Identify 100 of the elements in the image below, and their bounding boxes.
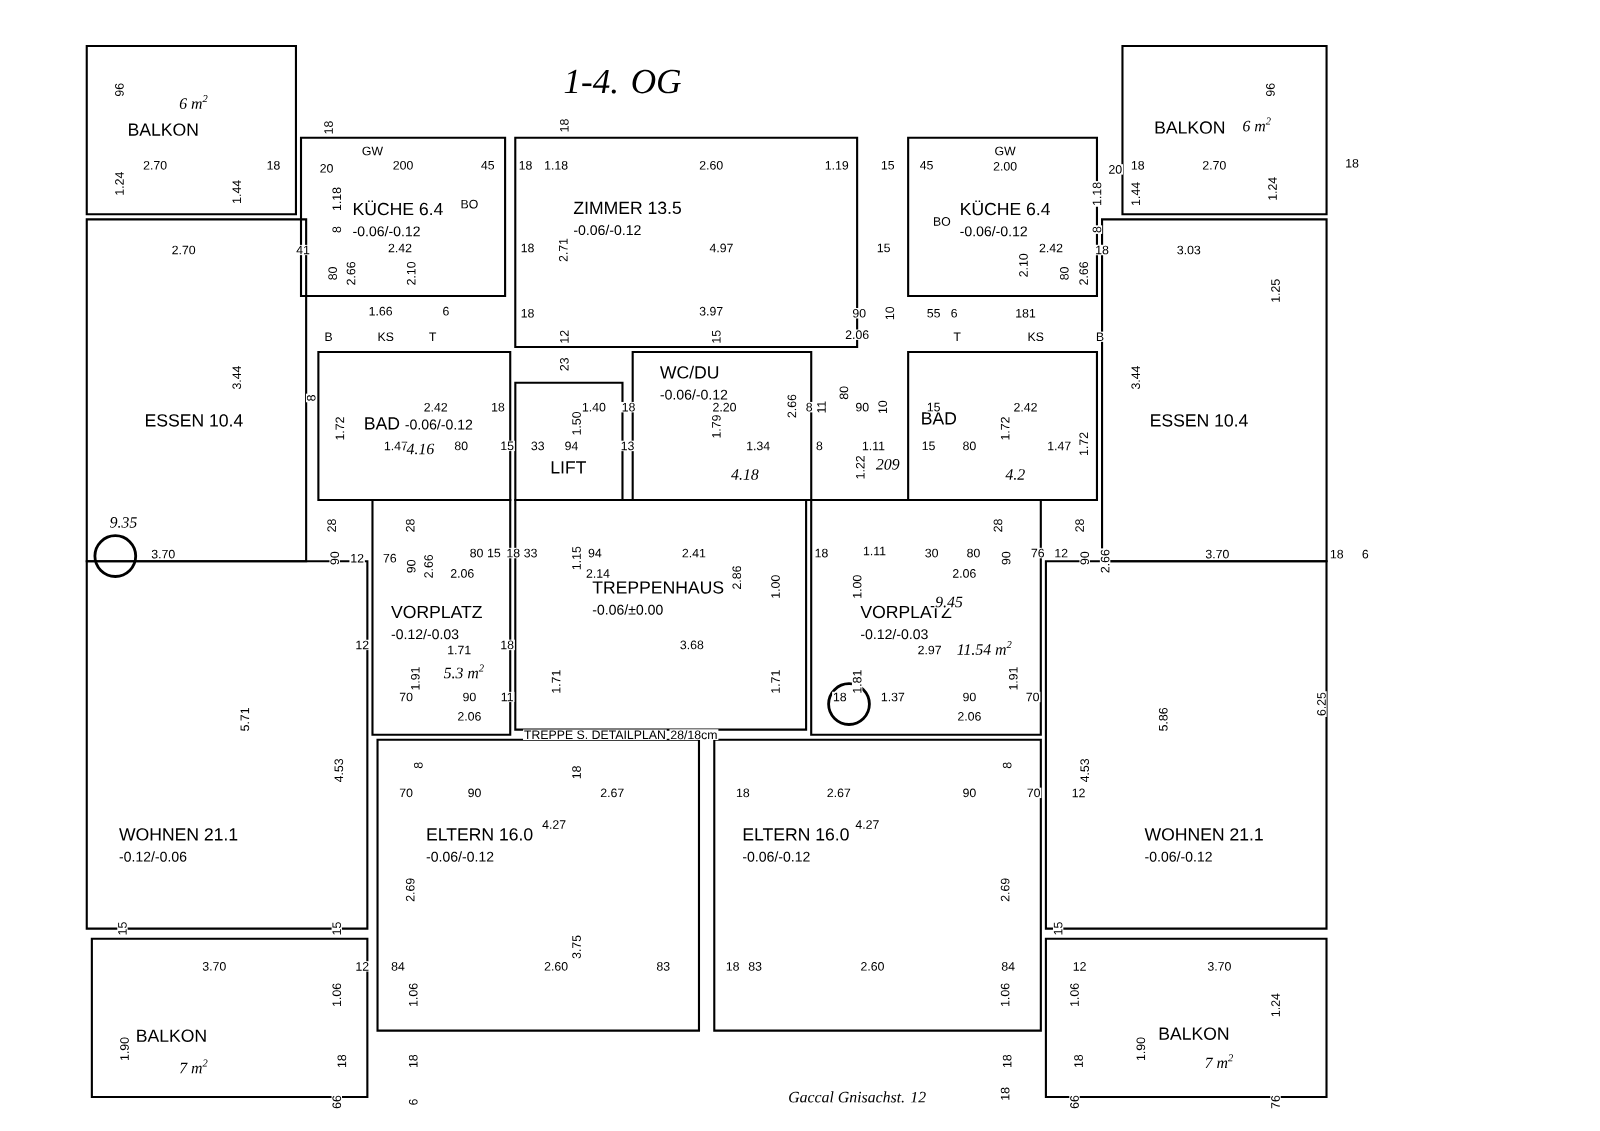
dimension-label: 28 [1074, 517, 1085, 534]
dimension-label: 15 [331, 920, 342, 937]
dimension-label: 6 [1361, 548, 1370, 560]
dimension-label: 200 [391, 160, 415, 171]
dimension-label: BO [459, 198, 480, 210]
dimension-label: 5.71 [239, 706, 251, 733]
dimension-label: 2.60 [859, 961, 886, 972]
dimension-label: B [323, 331, 334, 342]
dimension-label: 94 [587, 547, 603, 559]
dimension-label: 2.06 [951, 568, 978, 579]
dimension-label: 18 [1329, 548, 1345, 560]
dimension-label: 8 [804, 401, 814, 413]
dimension-label: 1.91 [1008, 665, 1019, 692]
dimension-label: 10 [884, 305, 896, 321]
dimension-label: 1.15 [571, 545, 582, 571]
dimension-label: 1.11 [862, 545, 887, 557]
dimension-label: 12 [354, 639, 370, 651]
dimension-label: 18 [1130, 160, 1146, 171]
dimension-label: 90 [329, 550, 340, 566]
dimension-label: 90 [1000, 550, 1012, 566]
dimension-label: 2.10 [1018, 252, 1029, 279]
dimension-label: 45 [918, 160, 935, 171]
dimension-label: 1.06 [1069, 982, 1080, 1008]
dimension-label: 2.60 [543, 961, 569, 972]
dimension-label: 12 [354, 961, 370, 972]
dimension-label: 41 [295, 244, 311, 256]
dimension-label: 18 [408, 1053, 419, 1069]
dimension-label: 8 [331, 225, 342, 234]
dimension-label: 18 [490, 401, 506, 413]
handwritten-note: 4.18 [730, 468, 760, 481]
dimension-label: 70 [1025, 787, 1042, 799]
dimension-label: 15 [486, 547, 502, 559]
dimension-label: 2.70 [142, 160, 168, 171]
dimension-label: 2.42 [422, 402, 449, 413]
dimension-label: 15 [1053, 920, 1064, 937]
dimension-label: 12 [1071, 961, 1088, 972]
dimension-label: T [428, 331, 438, 342]
dimension-label: 66 [331, 1094, 342, 1110]
dimension-label: TREPPE S. DETAILPLAN [523, 729, 667, 740]
dimension-label: 3.44 [1130, 364, 1141, 391]
dimension-label: 4.27 [854, 819, 881, 830]
dimension-label: 10 [877, 399, 888, 415]
dimension-label: 12 [1053, 547, 1069, 559]
dimension-label: 1.72 [1078, 431, 1089, 457]
dimension-label: 1.71 [446, 644, 473, 656]
dimension-label: 2.67 [825, 787, 852, 799]
dimension-label: 18 [1001, 1053, 1013, 1069]
handwritten-note: 209 [875, 458, 901, 471]
dimension-label: 1.00 [851, 573, 863, 600]
dimension-label: 8 [305, 393, 317, 403]
dimension-label: 15 [117, 920, 128, 937]
dimension-label: 20 [318, 163, 335, 174]
dimension-label: 15 [499, 440, 515, 452]
dimension-label: 1.44 [1130, 181, 1141, 207]
dimension-label: 2.71 [558, 237, 569, 263]
dimension-label: 15 [925, 402, 942, 413]
dimension-label: 1.37 [880, 691, 906, 703]
dimension-label: 4.27 [541, 819, 567, 830]
dimension-label: 96 [1265, 82, 1276, 98]
dimension-label: 3.70 [1206, 961, 1233, 972]
dimension-label: 1.71 [551, 668, 562, 695]
dimension-label: 83 [655, 961, 671, 972]
dimension-label: 5.86 [1158, 706, 1169, 733]
dimension-label: 1.06 [999, 982, 1011, 1008]
dimension-label: 2.70 [1201, 160, 1228, 171]
dimension-label: 1.34 [745, 440, 771, 452]
dimension-label: 80 [327, 265, 338, 282]
dimension-label: 18 [735, 787, 751, 799]
dimension-label: 1.50 [571, 410, 582, 437]
dimension-label: 90 [961, 691, 978, 703]
dimension-label: 70 [398, 691, 414, 703]
dimension-label: 96 [114, 82, 125, 98]
dimension-label: 84 [1000, 961, 1016, 972]
dimension-label: 3.70 [201, 961, 228, 972]
dimension-label: 1.25 [1270, 277, 1281, 304]
dimension-label: 2.67 [599, 787, 626, 799]
dimension-label: 18 [1073, 1053, 1084, 1069]
dimension-label: 90 [405, 558, 417, 575]
dimension-label: 18 [499, 639, 515, 651]
dimension-label: 28 [992, 517, 1004, 534]
dimension-label: 76 [1270, 1094, 1281, 1110]
dimension-label: 6 [949, 308, 959, 319]
dimension-label: 1.06 [331, 982, 342, 1008]
dimension-label: 2.42 [1038, 242, 1064, 254]
dimension-label: BO [932, 216, 952, 227]
dimension-label: 3.03 [1175, 244, 1202, 256]
dimension-label: 1.06 [408, 982, 419, 1008]
dimension-label: 90 [1079, 550, 1090, 566]
dimension-label: GW [361, 145, 384, 157]
dimension-label: 2.41 [681, 547, 707, 559]
dimension-label: 8 [413, 761, 424, 770]
dimension-label: 28 [404, 517, 416, 534]
dimension-label: 3.97 [698, 306, 725, 317]
dimension-label: 80 [468, 547, 485, 559]
dimension-label: 90 [854, 401, 870, 413]
dimension-label: 15 [920, 440, 937, 452]
dimension-label: 6 [408, 1097, 419, 1107]
dimension-label: 80 [453, 440, 469, 452]
dimension-label: 2.70 [170, 244, 197, 256]
dimension-label: 1.24 [114, 170, 125, 197]
